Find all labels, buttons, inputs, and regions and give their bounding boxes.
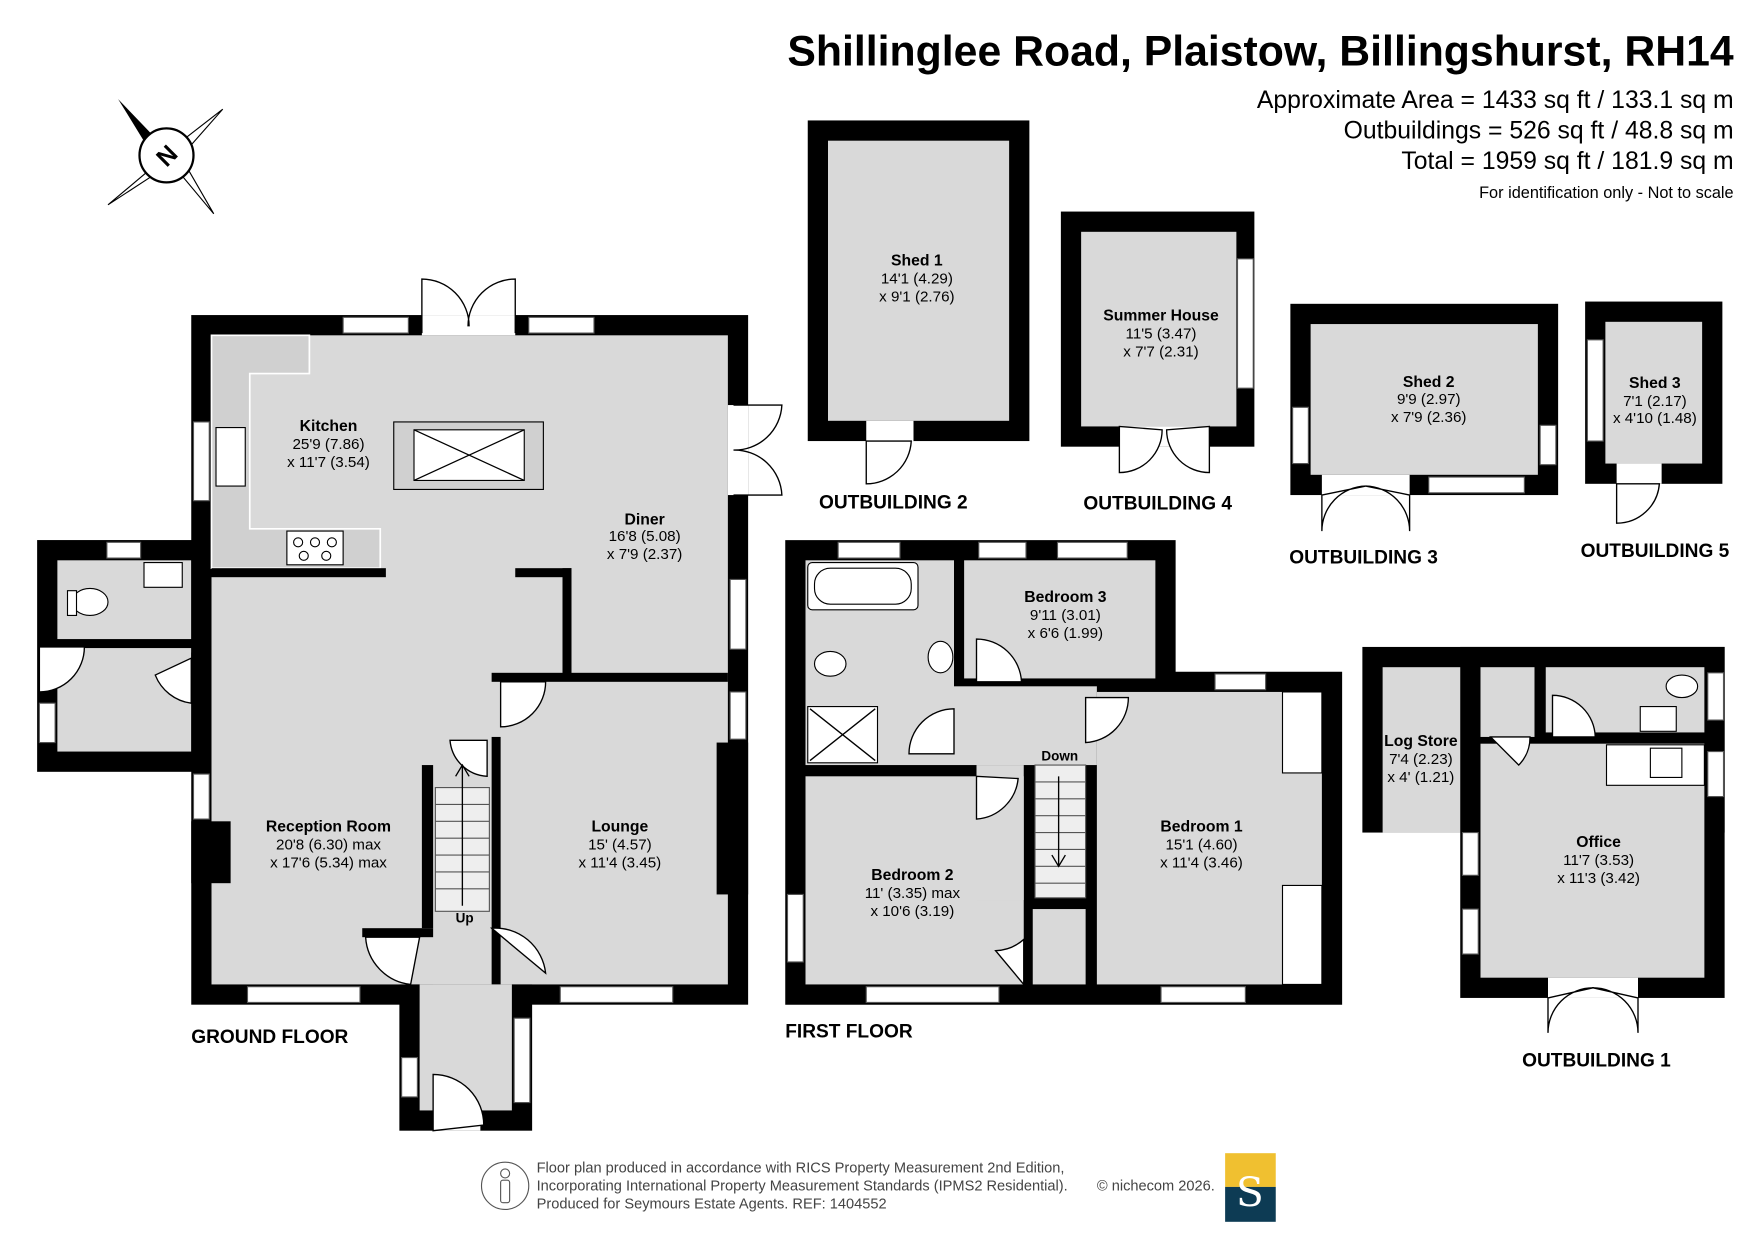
room-dims-lounge-width: x 11'4 (3.45) [579, 854, 662, 871]
room-dims-summer-house-length: 11'5 (3.47) [1126, 326, 1197, 343]
room-dims-shed-3-length: 7'1 (2.17) [1623, 393, 1687, 410]
total-area: Total = 1959 sq ft / 181.9 sq m [1401, 148, 1733, 175]
footer-copyright: © nichecom 2026. [1097, 1178, 1215, 1194]
room-dims-summer-house-width: x 7'7 (2.31) [1123, 344, 1198, 361]
room-dims-office-length: 11'7 (3.53) [1563, 852, 1634, 869]
room-name-shed-2: Shed 2 [1403, 374, 1455, 391]
room-dims-kitchen-width: x 11'7 (3.54) [287, 454, 370, 471]
room-name-bedroom-2: Bedroom 2 [871, 867, 954, 884]
outbuilding-2: Shed 1 14'1 (4.29) x 9'1 (2.76) OUTBUILD… [807, 120, 1030, 514]
room-dims-shed-3-width: x 4'10 (1.48) [1613, 410, 1697, 427]
room-dims-shed-2-length: 9'9 (2.97) [1397, 391, 1461, 408]
room-dims-shed-2-width: x 7'9 (2.36) [1391, 409, 1466, 426]
room-dims-log-store-width: x 4' (1.21) [1387, 769, 1454, 786]
room-name-shed-1: Shed 1 [891, 253, 943, 270]
stairs-down-label: Down [1041, 749, 1078, 764]
outbuilding-2-label: OUTBUILDING 2 [819, 493, 968, 514]
room-name-reception: Reception Room [266, 818, 391, 835]
outbuildings-area: Outbuildings = 526 sq ft / 48.8 sq m [1344, 117, 1734, 144]
room-name-bedroom-1: Bedroom 1 [1160, 818, 1243, 835]
room-name-diner: Diner [624, 511, 664, 528]
ground-floor-label: GROUND FLOOR [191, 1027, 348, 1048]
room-dims-diner-width: x 7'9 (2.37) [607, 546, 682, 563]
property-title: Shillinglee Road, Plaistow, Billingshurs… [787, 27, 1733, 75]
scale-note: For identification only - Not to scale [1479, 184, 1734, 202]
outbuilding-1-label: OUTBUILDING 1 [1522, 1051, 1671, 1072]
room-dims-log-store-length: 7'4 (2.23) [1389, 751, 1453, 768]
outbuilding-3: Shed 2 9'9 (2.97) x 7'9 (2.36) OUTBUILDI… [1289, 303, 1559, 569]
room-dims-bedroom-1-length: 15'1 (4.60) [1165, 836, 1237, 853]
room-name-office: Office [1576, 834, 1621, 851]
approximate-area: Approximate Area = 1433 sq ft / 133.1 sq… [1257, 87, 1734, 114]
ground-floor-plan: Up Kitchen 25'9 (7.86) x 11'7 (3.54) Din… [37, 278, 783, 1132]
room-dims-lounge-length: 15' (4.57) [588, 836, 652, 853]
outbuilding-5-label: OUTBUILDING 5 [1581, 541, 1730, 562]
logo-letter: S [1236, 1168, 1264, 1216]
room-dims-reception-length: 20'8 (6.30) max [276, 836, 381, 853]
room-name-shed-3: Shed 3 [1629, 375, 1681, 392]
first-floor-label: FIRST FLOOR [785, 1021, 913, 1042]
compass-icon: N [107, 99, 224, 215]
footer: Floor plan produced in accordance with R… [480, 1153, 1276, 1222]
room-dims-reception-width: x 17'6 (5.34) max [270, 854, 387, 871]
outbuilding-3-label: OUTBUILDING 3 [1289, 548, 1438, 569]
room-dims-bedroom-1-width: x 11'4 (3.46) [1160, 854, 1243, 871]
stairs-up-label: Up [456, 911, 474, 926]
room-dims-diner-length: 16'8 (5.08) [609, 528, 681, 545]
room-dims-shed-1-length: 14'1 (4.29) [881, 271, 953, 288]
room-dims-bedroom-3-length: 9'11 (3.01) [1030, 607, 1101, 624]
outbuilding-4-label: OUTBUILDING 4 [1083, 494, 1232, 515]
room-name-bedroom-3: Bedroom 3 [1024, 589, 1107, 606]
room-dims-kitchen-length: 25'9 (7.86) [292, 436, 364, 453]
room-dims-office-width: x 11'3 (3.42) [1557, 870, 1640, 887]
room-name-lounge: Lounge [591, 818, 648, 835]
first-floor-plan: Down Bedroom 3 9'11 (3.01) x 6'6 (1.99) … [785, 540, 1343, 1042]
person-icon [480, 1161, 530, 1210]
footer-line-1: Floor plan produced in accordance with R… [537, 1160, 1065, 1176]
footer-line-2: Incorporating International Property Mea… [537, 1178, 1068, 1194]
room-name-summer-house: Summer House [1103, 308, 1219, 325]
seymours-logo: S [1225, 1153, 1276, 1222]
room-dims-shed-1-width: x 9'1 (2.76) [879, 289, 954, 306]
room-dims-bedroom-3-width: x 6'6 (1.99) [1028, 625, 1103, 642]
outbuilding-1: Log Store 7'4 (2.23) x 4' (1.21) Office … [1362, 646, 1725, 1072]
outbuilding-4: Summer House 11'5 (3.47) x 7'7 (2.31) OU… [1060, 211, 1255, 515]
footer-line-3: Produced for Seymours Estate Agents. REF… [537, 1196, 887, 1212]
room-name-kitchen: Kitchen [300, 418, 358, 435]
room-dims-bedroom-2-width: x 10'6 (3.19) [870, 903, 954, 920]
room-name-log-store: Log Store [1384, 733, 1458, 750]
outbuilding-5: Shed 3 7'1 (2.17) x 4'10 (1.48) OUTBUILD… [1581, 301, 1730, 562]
room-dims-bedroom-2-length: 11' (3.35) max [865, 885, 961, 902]
